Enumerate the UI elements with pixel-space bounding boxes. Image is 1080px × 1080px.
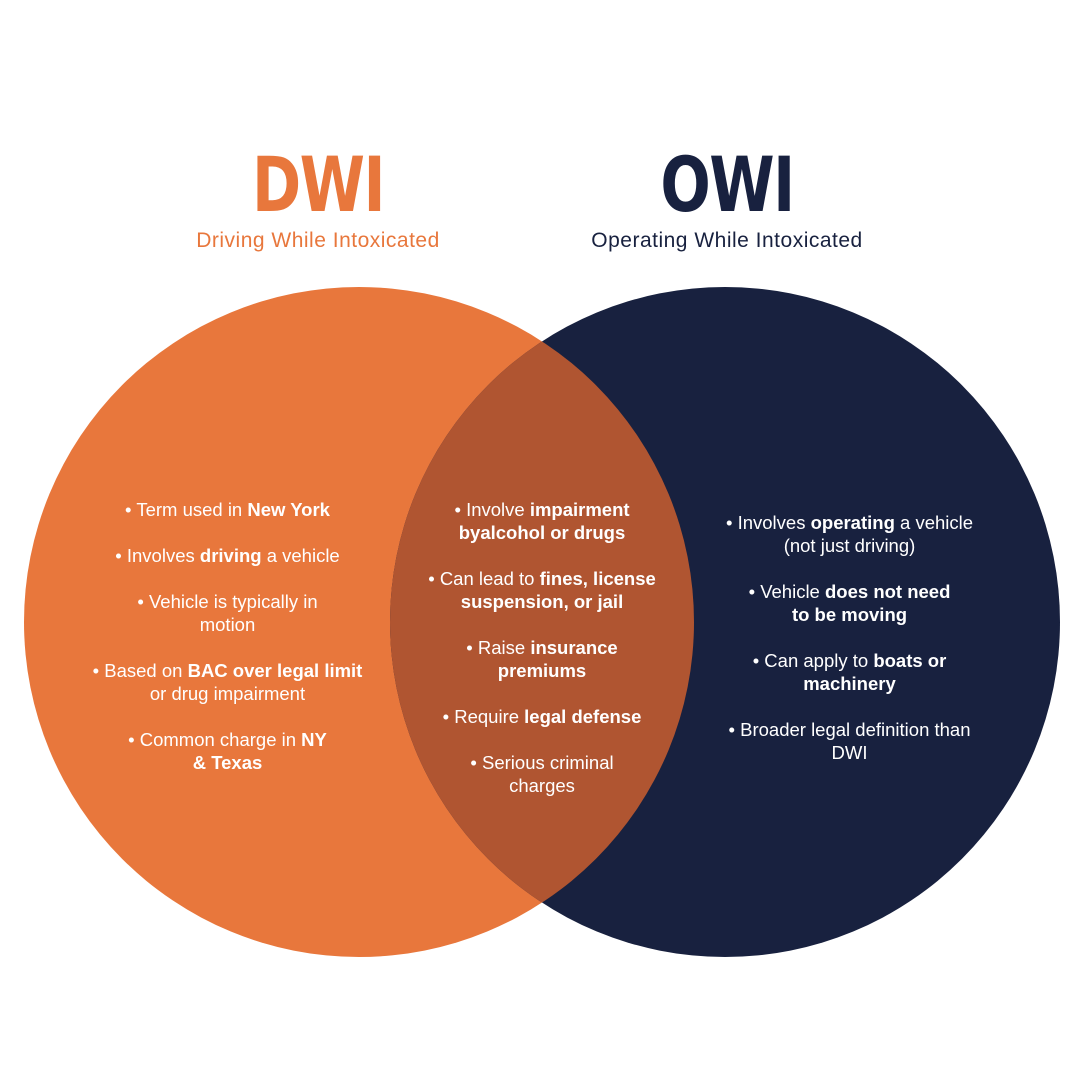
shared-list: • Involve impairment byalcohol or drugs … (398, 498, 686, 820)
owi-subtitle: Operating While Intoxicated (591, 229, 863, 252)
dwi-item: • Vehicle is typically in motion (137, 591, 318, 635)
dwi-item: • Term used in New York (125, 499, 330, 520)
shared-item: • Involve impairment byalcohol or drugs (454, 499, 630, 543)
owi-item: • Vehicle does not need to be moving (748, 581, 951, 625)
owi-list: • Involves operating a vehicle (not just… (712, 511, 987, 787)
dwi-subtitle: Driving While Intoxicated (196, 229, 440, 252)
dwi-item: • Based on BAC over legal limit or drug … (92, 660, 363, 704)
owi-title: OWI (660, 140, 795, 229)
overlap-region (390, 287, 694, 957)
owi-item: • Involves operating a vehicle (not just… (725, 512, 974, 556)
shared-item: • Can lead to fines, license suspension,… (428, 568, 656, 612)
dwi-item: • Involves driving a vehicle (115, 545, 340, 566)
shared-item: • Serious criminal charges (470, 752, 614, 796)
shared-item: • Raise insurance premiums (466, 637, 618, 681)
dwi-item: • Common charge in NY & Texas (128, 729, 327, 773)
dwi-list: • Term used in New York • Involves drivi… (85, 498, 370, 797)
shared-item: • Require legal defense (442, 706, 642, 727)
owi-item: • Can apply to boats or machinery (752, 650, 947, 694)
dwi-title: DWI (252, 140, 386, 229)
owi-item: • Broader legal definition than DWI (728, 719, 971, 763)
